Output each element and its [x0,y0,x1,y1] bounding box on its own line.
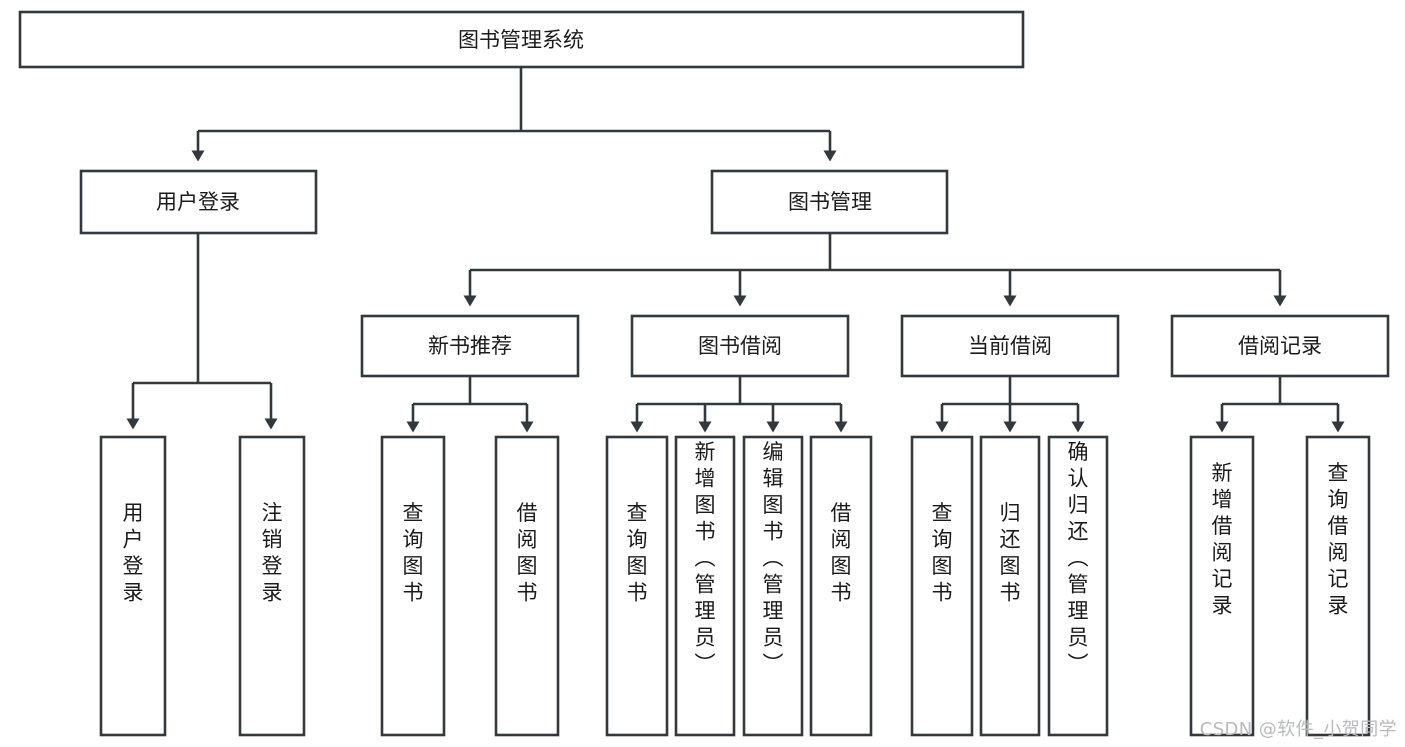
node-book-borrow[interactable]: 图书借阅 [630,314,850,378]
node-user-login[interactable]: 用户登录 [79,169,318,235]
node-leaf-query-book-2[interactable]: 查询图书 [605,435,669,737]
node-leaf-confirm-return-label: 确认归还︵管理员︶ [1068,440,1089,676]
node-leaf-query-record-label: 查询借阅记录 [1328,461,1349,618]
node-leaf-add-record-label: 新增借阅记录 [1212,461,1233,618]
node-leaf-user-login-label: 用户登录 [123,501,144,605]
node-root-label: 图书管理系统 [458,28,584,52]
node-leaf-borrow-book-2-label: 借阅图书 [831,501,852,605]
node-leaf-query-book-3[interactable]: 查询图书 [910,435,974,737]
node-leaf-return-book-label: 归还图书 [1000,501,1021,605]
node-borrow-record-label: 借阅记录 [1238,334,1322,358]
node-leaf-user-login[interactable]: 用户登录 [99,435,167,737]
connector-group-currentborrow-to-leaves [935,376,1085,433]
connector-group-borrowrecord-to-leaves [1215,376,1345,433]
node-leaf-query-book-2-label: 查询图书 [627,501,648,605]
node-new-book-recommend-label: 新书推荐 [428,334,512,358]
node-leaf-borrow-book-1[interactable]: 借阅图书 [494,435,560,737]
connector-group-bookmgmt-to-level3 [463,233,1287,307]
connector-group-newbook-to-leaves [406,376,534,433]
connector-group-bookborrow-to-leaves [630,376,848,433]
node-book-management[interactable]: 图书管理 [710,169,949,235]
node-leaf-query-book-1[interactable]: 查询图书 [380,435,446,737]
connector-group-userlogin-to-leaves [126,233,278,430]
node-book-borrow-label: 图书借阅 [698,334,782,358]
node-leaf-add-book-label: 新增图书︵管理员︶ [695,440,716,676]
node-book-management-label: 图书管理 [788,190,872,214]
node-borrow-record[interactable]: 借阅记录 [1170,314,1390,378]
node-leaf-add-record[interactable]: 新增借阅记录 [1189,435,1255,737]
node-leaf-confirm-return[interactable]: 确认归还︵管理员︶ [1047,435,1109,737]
node-leaf-edit-book-label: 编辑图书︵管理员︶ [763,440,784,676]
node-user-login-label: 用户登录 [156,190,240,214]
node-leaf-logout-login[interactable]: 注销登录 [238,435,306,737]
node-leaf-logout-login-label: 注销登录 [262,501,283,605]
node-current-borrow-label: 当前借阅 [968,334,1052,358]
node-leaf-edit-book[interactable]: 编辑图书︵管理员︶ [742,435,804,737]
node-leaf-add-book[interactable]: 新增图书︵管理员︶ [674,435,736,737]
node-leaf-borrow-book-2[interactable]: 借阅图书 [809,435,873,737]
node-leaf-borrow-book-1-label: 借阅图书 [517,501,538,605]
node-leaf-query-record[interactable]: 查询借阅记录 [1305,435,1371,737]
connector-group-root-to-level2 [191,67,837,162]
node-leaf-query-book-3-label: 查询图书 [932,501,953,605]
node-leaf-return-book[interactable]: 归还图书 [979,435,1041,737]
node-leaf-query-book-1-label: 查询图书 [403,501,424,605]
node-new-book-recommend[interactable]: 新书推荐 [360,314,580,378]
node-root[interactable]: 图书管理系统 [18,10,1025,69]
node-current-borrow[interactable]: 当前借阅 [900,314,1120,378]
